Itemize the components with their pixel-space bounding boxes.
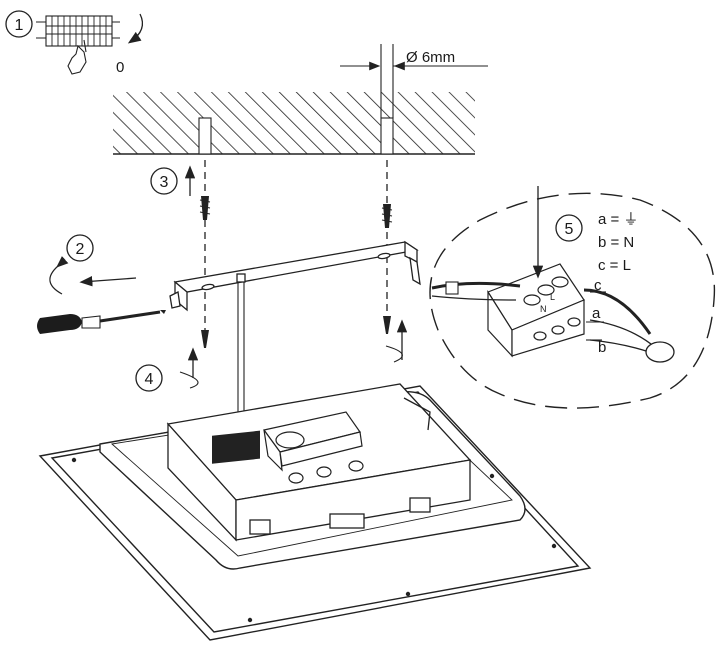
step-2-number: 2 [76, 241, 85, 258]
terminal-block [212, 430, 260, 489]
terminal-label-n: N [540, 304, 547, 314]
legend-c: c = L [598, 257, 631, 274]
screw-right [383, 316, 391, 334]
wall-plug-left [199, 196, 211, 220]
ceiling-cable-gland [645, 341, 675, 363]
wall-plug-right [381, 204, 393, 228]
mounting-bracket [169, 240, 421, 312]
step-3-circle [150, 167, 178, 195]
wiring-terminal [487, 263, 585, 358]
rotate-arrow-icon [127, 13, 144, 44]
wire-label-c: c [594, 277, 602, 294]
drill-hole-right [380, 117, 394, 155]
step-4-number: 4 [145, 371, 154, 388]
rotate-arrow-icon [179, 371, 199, 389]
switch-off-label: 0 [116, 59, 124, 76]
cable-glands [288, 460, 364, 484]
screw-left [201, 330, 209, 348]
dowel-guides [204, 160, 388, 330]
drill-hole-left [198, 117, 212, 155]
wire-label-a: a [592, 305, 601, 322]
terminal-label-l: L [550, 292, 555, 302]
step-1-circle [5, 10, 33, 38]
step-2-circle [66, 234, 94, 262]
step-5-number: 5 [565, 221, 574, 238]
step-2-arrow [79, 276, 137, 287]
drill-dimension [340, 44, 488, 118]
hand-icon [67, 39, 87, 75]
step-1-number: 1 [15, 17, 24, 34]
ceiling [113, 92, 475, 155]
step-5-circle [555, 214, 583, 242]
wire-label-b: b [598, 339, 606, 356]
step-4-circle [135, 364, 163, 392]
led-driver [262, 411, 363, 472]
breaker-panel [36, 15, 120, 47]
step-1-group: 1 0 [5, 10, 144, 76]
legend-a: a = ⏚ [598, 211, 638, 228]
drill-diameter-label: Ø 6mm [406, 49, 455, 66]
rotate-arrow-icon [49, 256, 69, 295]
rotate-arrow-icon [385, 345, 403, 363]
screwdriver-icon [37, 310, 166, 334]
step-3-number: 3 [160, 174, 169, 191]
wiring-detail-ellipse [429, 192, 716, 409]
legend-b: b = N [598, 234, 634, 251]
